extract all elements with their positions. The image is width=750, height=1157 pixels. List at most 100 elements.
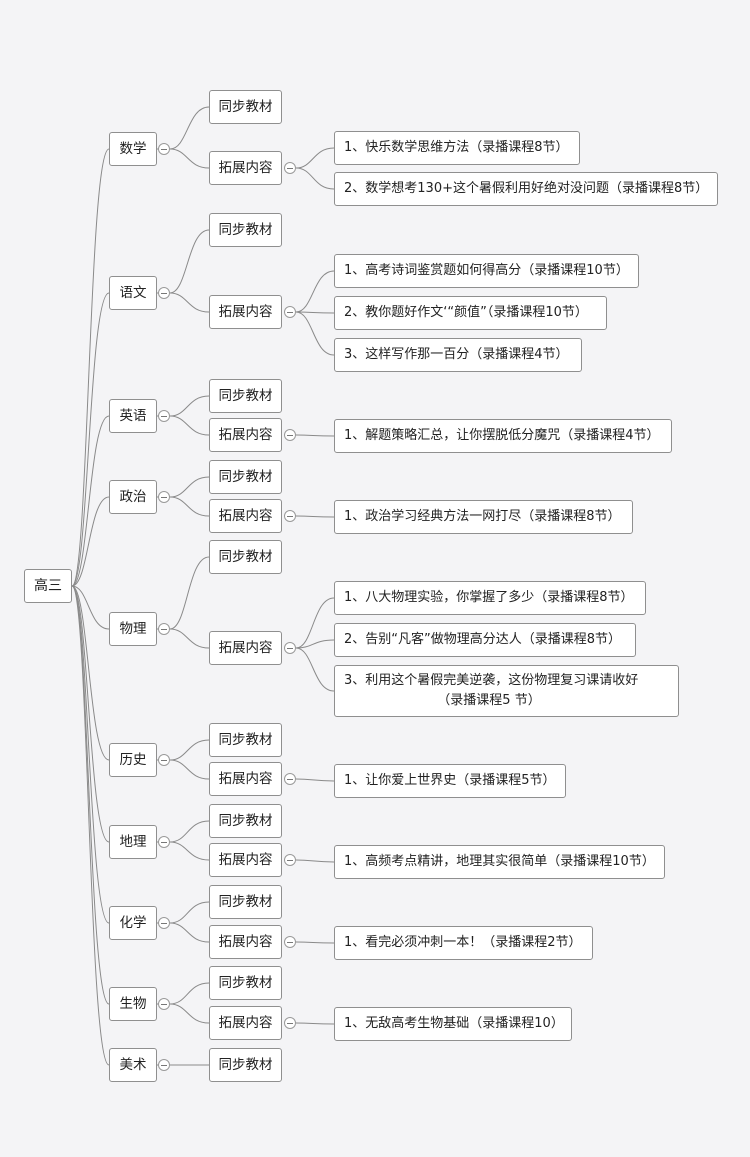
sync-textbook-node[interactable]: 同步教材 [209, 723, 282, 757]
child-to-leaf-link [295, 147, 335, 169]
course-leaf-node[interactable]: 1、政治学习经典方法一网打尽（录播课程8节） [334, 500, 633, 534]
subject-node[interactable]: 生物 [109, 987, 157, 1021]
child-to-leaf-link [295, 639, 335, 649]
course-title-line: 1、让你爱上世界史（录播课程5节） [344, 773, 556, 788]
course-title-line: 1、高考诗词鉴赏题如何得高分（录播课程10节） [344, 263, 629, 278]
collapse-toggle-icon[interactable] [284, 854, 296, 866]
root-to-subject-link [71, 148, 110, 587]
collapse-toggle-icon[interactable] [158, 287, 170, 299]
child-to-leaf-link [295, 647, 335, 692]
subject-to-child-link [169, 229, 210, 294]
subject-to-child-link [169, 476, 210, 498]
extended-content-node[interactable]: 拓展内容 [209, 631, 282, 665]
collapse-toggle-icon[interactable] [284, 936, 296, 948]
child-to-leaf-link [295, 1022, 335, 1025]
collapse-toggle-icon[interactable] [158, 1059, 170, 1071]
root-to-subject-link [71, 415, 110, 587]
child-to-leaf-link [295, 941, 335, 944]
extended-content-node[interactable]: 拓展内容 [209, 418, 282, 452]
subject-node[interactable]: 物理 [109, 612, 157, 646]
sync-textbook-node[interactable]: 同步教材 [209, 804, 282, 838]
root-to-subject-link [71, 585, 110, 1066]
extended-content-node[interactable]: 拓展内容 [209, 762, 282, 796]
subject-to-child-link [169, 841, 210, 861]
extended-content-node[interactable]: 拓展内容 [209, 499, 282, 533]
collapse-toggle-icon[interactable] [158, 836, 170, 848]
extended-content-node[interactable]: 拓展内容 [209, 1006, 282, 1040]
course-title-line: 3、利用这个暑假完美逆袭，这份物理复习课请收好 [344, 673, 639, 688]
collapse-toggle-icon[interactable] [284, 1017, 296, 1029]
collapse-toggle-icon[interactable] [284, 642, 296, 654]
extended-content-node[interactable]: 拓展内容 [209, 151, 282, 185]
subject-to-child-link [169, 1003, 210, 1024]
child-to-leaf-link [295, 778, 335, 782]
course-title-line: （录播课程5 节） [437, 693, 541, 708]
course-title-line: 2、教你题好作文‘“颜值”（录播课程10节） [344, 305, 588, 320]
course-leaf-node[interactable]: 1、无敌高考生物基础（录播课程10） [334, 1007, 572, 1041]
course-leaf-node[interactable]: 2、数学想考130+这个暑假利用好绝对没问题（录播课程8节） [334, 172, 718, 206]
sync-textbook-node[interactable]: 同步教材 [209, 213, 282, 247]
sync-textbook-node[interactable]: 同步教材 [209, 460, 282, 494]
subject-node[interactable]: 语文 [109, 276, 157, 310]
course-leaf-node[interactable]: 2、教你题好作文‘“颜值”（录播课程10节） [334, 296, 607, 330]
sync-textbook-node[interactable]: 同步教材 [209, 1048, 282, 1082]
collapse-toggle-icon[interactable] [158, 623, 170, 635]
course-leaf-node[interactable]: 1、解题策略汇总，让你摆脱低分魔咒（录播课程4节） [334, 419, 672, 453]
course-leaf-node[interactable]: 1、看完必须冲刺一本！（录播课程2节） [334, 926, 593, 960]
collapse-toggle-icon[interactable] [284, 773, 296, 785]
subject-to-child-link [169, 820, 210, 843]
subject-to-child-link [169, 556, 210, 630]
course-leaf-node[interactable]: 1、让你爱上世界史（录播课程5节） [334, 764, 566, 798]
extended-content-node[interactable]: 拓展内容 [209, 295, 282, 329]
course-leaf-node[interactable]: 1、高考诗词鉴赏题如何得高分（录播课程10节） [334, 254, 639, 288]
course-leaf-node[interactable]: 3、这样写作那一百分（录播课程4节） [334, 338, 582, 372]
root-to-subject-link [71, 496, 110, 587]
root-to-subject-link [71, 585, 110, 843]
collapse-toggle-icon[interactable] [284, 429, 296, 441]
subject-node[interactable]: 地理 [109, 825, 157, 859]
collapse-toggle-icon[interactable] [158, 917, 170, 929]
subject-node[interactable]: 政治 [109, 480, 157, 514]
subject-node[interactable]: 化学 [109, 906, 157, 940]
course-leaf-node[interactable]: 2、告别“凡客”做物理高分达人（录播课程8节） [334, 623, 636, 657]
collapse-toggle-icon[interactable] [158, 491, 170, 503]
subject-to-child-link [169, 415, 210, 436]
child-to-leaf-link [295, 311, 335, 314]
subject-to-child-link [169, 628, 210, 649]
subject-to-child-link [169, 148, 210, 169]
collapse-toggle-icon[interactable] [284, 162, 296, 174]
child-to-leaf-link [295, 859, 335, 863]
course-leaf-node[interactable]: 1、八大物理实验，你掌握了多少（录播课程8节） [334, 581, 646, 615]
course-title-line: 1、八大物理实验，你掌握了多少（录播课程8节） [344, 590, 634, 605]
subject-to-child-link [169, 496, 210, 517]
root-node[interactable]: 高三 [24, 569, 72, 603]
course-title-line: 1、无敌高考生物基础（录播课程10） [344, 1016, 564, 1031]
course-title-line: 3、这样写作那一百分（录播课程4节） [344, 347, 569, 362]
sync-textbook-node[interactable]: 同步教材 [209, 966, 282, 1000]
subject-node[interactable]: 英语 [109, 399, 157, 433]
collapse-toggle-icon[interactable] [284, 306, 296, 318]
subject-node[interactable]: 数学 [109, 132, 157, 166]
sync-textbook-node[interactable]: 同步教材 [209, 540, 282, 574]
collapse-toggle-icon[interactable] [158, 410, 170, 422]
child-to-leaf-link [295, 167, 335, 190]
collapse-toggle-icon[interactable] [158, 143, 170, 155]
extended-content-node[interactable]: 拓展内容 [209, 843, 282, 877]
course-leaf-node[interactable]: 1、快乐数学思维方法（录播课程8节） [334, 131, 580, 165]
extended-content-node[interactable]: 拓展内容 [209, 925, 282, 959]
collapse-toggle-icon[interactable] [158, 998, 170, 1010]
collapse-toggle-icon[interactable] [158, 754, 170, 766]
course-leaf-node[interactable]: 3、利用这个暑假完美逆袭，这份物理复习课请收好 （录播课程5 节） [334, 665, 679, 717]
sync-textbook-node[interactable]: 同步教材 [209, 90, 282, 124]
child-to-leaf-link [295, 311, 335, 356]
course-leaf-node[interactable]: 1、高频考点精讲，地理其实很简单（录播课程10节） [334, 845, 665, 879]
subject-node[interactable]: 美术 [109, 1048, 157, 1082]
sync-textbook-node[interactable]: 同步教材 [209, 885, 282, 919]
sync-textbook-node[interactable]: 同步教材 [209, 379, 282, 413]
course-title-line: 1、政治学习经典方法一网打尽（录播课程8节） [344, 509, 621, 524]
course-title-line: 2、告别“凡客”做物理高分达人（录播课程8节） [344, 632, 622, 647]
collapse-toggle-icon[interactable] [284, 510, 296, 522]
child-to-leaf-link [295, 434, 335, 437]
subject-node[interactable]: 历史 [109, 743, 157, 777]
